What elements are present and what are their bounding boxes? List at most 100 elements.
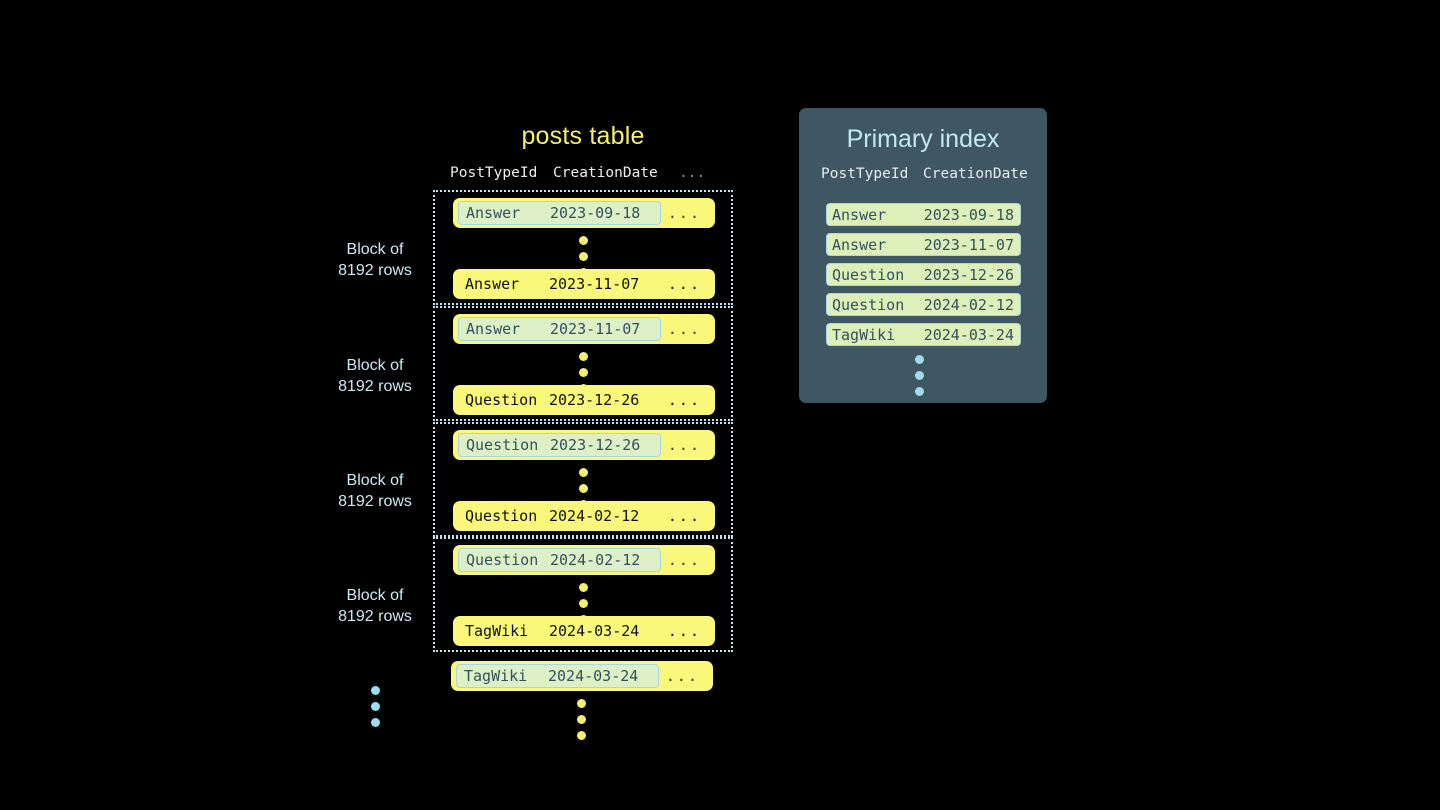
block-label-2: Block of 8192 rows xyxy=(305,355,445,397)
block-label-2-line2: 8192 rows xyxy=(338,378,412,395)
block-label-2-line1: Block of xyxy=(346,357,404,374)
ellipsis-dot xyxy=(915,387,924,396)
index-cell-creationdate: 2024-02-12 xyxy=(923,295,1014,314)
cell-overflow: ... xyxy=(667,507,701,525)
index-key-highlight-box xyxy=(458,548,661,572)
index-cell-posttypeid: Question xyxy=(832,265,905,284)
cell-creationdate: 2023-12-26 xyxy=(549,391,640,409)
index-column-header-creationdate: CreationDate xyxy=(923,166,1028,182)
index-cell-posttypeid: Answer xyxy=(832,235,887,254)
table-row[interactable]: Question 2023-12-26 ... xyxy=(453,430,715,460)
cell-overflow: ... xyxy=(667,551,701,569)
table-row[interactable]: Question 2024-02-12 ... xyxy=(453,501,715,531)
column-header-overflow: ... xyxy=(679,165,706,181)
block-label-3-line1: Block of xyxy=(346,472,404,489)
posts-table-column-headers: PostTypeId CreationDate ... xyxy=(433,165,733,185)
list-item[interactable]: TagWiki 2024-03-24 xyxy=(826,323,1021,346)
index-cell-creationdate: 2024-03-24 xyxy=(923,325,1014,344)
cell-overflow: ... xyxy=(667,204,701,222)
ellipsis-dot xyxy=(579,468,588,477)
blocks-more-ellipsis xyxy=(371,686,380,727)
cell-posttypeid: TagWiki xyxy=(465,622,529,640)
block-label-4-line2: 8192 rows xyxy=(338,608,412,625)
block-label-4-line1: Block of xyxy=(346,587,404,604)
cell-creationdate: 2023-09-18 xyxy=(550,204,641,222)
cell-creationdate: 2023-11-07 xyxy=(549,275,640,293)
cell-posttypeid: Answer xyxy=(466,204,521,222)
index-key-highlight-box xyxy=(458,201,661,225)
ellipsis-dot xyxy=(577,731,586,740)
index-cell-creationdate: 2023-09-18 xyxy=(923,205,1014,224)
index-cell-posttypeid: Question xyxy=(832,295,905,314)
table-row[interactable]: TagWiki 2024-03-24 ... xyxy=(451,661,713,691)
cell-creationdate: 2024-03-24 xyxy=(549,622,640,640)
table-row[interactable]: Question 2023-12-26 ... xyxy=(453,385,715,415)
block-label-4: Block of 8192 rows xyxy=(305,585,445,627)
cell-creationdate: 2024-02-12 xyxy=(549,507,640,525)
ellipsis-dot xyxy=(915,371,924,380)
index-cell-creationdate: 2023-11-07 xyxy=(923,235,1014,254)
primary-index-panel: Primary index PostTypeId CreationDate An… xyxy=(799,108,1047,403)
block-label-3: Block of 8192 rows xyxy=(305,470,445,512)
table-more-rows-ellipsis xyxy=(577,699,586,740)
table-row[interactable]: Answer 2023-11-07 ... xyxy=(453,269,715,299)
block-2: Answer 2023-11-07 ... Question 2023-12-2… xyxy=(433,306,733,421)
block-label-1-line1: Block of xyxy=(346,241,404,258)
cell-creationdate: 2024-02-12 xyxy=(550,551,641,569)
index-cell-posttypeid: TagWiki xyxy=(832,325,896,344)
primary-index-title: Primary index xyxy=(846,125,1000,153)
index-cell-posttypeid: Answer xyxy=(832,205,887,224)
list-item[interactable]: Answer 2023-11-07 xyxy=(826,233,1021,256)
block-label-1: Block of 8192 rows xyxy=(305,239,445,281)
cell-posttypeid: Answer xyxy=(466,320,521,338)
ellipsis-dot xyxy=(915,355,924,364)
cell-posttypeid: Question xyxy=(466,436,539,454)
block-4: Question 2024-02-12 ... TagWiki 2024-03-… xyxy=(433,537,733,652)
index-key-highlight-box xyxy=(458,317,661,341)
ellipsis-dot xyxy=(577,699,586,708)
ellipsis-dot xyxy=(579,236,588,245)
table-row[interactable]: Answer 2023-11-07 ... xyxy=(453,314,715,344)
ellipsis-dot xyxy=(579,368,588,377)
cell-posttypeid: Question xyxy=(465,391,538,409)
cell-overflow: ... xyxy=(667,391,701,409)
cell-creationdate: 2023-11-07 xyxy=(550,320,641,338)
ellipsis-dot xyxy=(579,583,588,592)
index-key-highlight-box xyxy=(458,433,661,457)
cell-posttypeid: Question xyxy=(465,507,538,525)
ellipsis-dot xyxy=(579,352,588,361)
column-header-posttypeid: PostTypeId xyxy=(450,165,538,181)
cell-posttypeid: Question xyxy=(466,551,539,569)
block-3: Question 2023-12-26 ... Question 2024-02… xyxy=(433,422,733,537)
ellipsis-dot xyxy=(577,715,586,724)
table-row[interactable]: TagWiki 2024-03-24 ... xyxy=(453,616,715,646)
cell-overflow: ... xyxy=(667,275,701,293)
cell-creationdate: 2023-12-26 xyxy=(550,436,641,454)
cell-posttypeid: Answer xyxy=(465,275,520,293)
index-column-header-posttypeid: PostTypeId xyxy=(821,166,909,182)
index-key-highlight-box xyxy=(456,664,659,688)
index-cell-creationdate: 2023-12-26 xyxy=(923,265,1014,284)
block-label-3-line2: 8192 rows xyxy=(338,493,412,510)
ellipsis-dot xyxy=(579,252,588,261)
ellipsis-dot xyxy=(371,718,380,727)
cell-overflow: ... xyxy=(665,667,699,685)
column-header-creationdate: CreationDate xyxy=(553,165,658,181)
cell-overflow: ... xyxy=(667,436,701,454)
primary-index-more-ellipsis xyxy=(915,355,924,396)
list-item[interactable]: Question 2023-12-26 xyxy=(826,263,1021,286)
list-item[interactable]: Answer 2023-09-18 xyxy=(826,203,1021,226)
ellipsis-dot xyxy=(579,484,588,493)
cell-posttypeid: TagWiki xyxy=(464,667,528,685)
cell-creationdate: 2024-03-24 xyxy=(548,667,639,685)
cell-overflow: ... xyxy=(667,622,701,640)
table-row[interactable]: Answer 2023-09-18 ... xyxy=(453,198,715,228)
list-item[interactable]: Question 2024-02-12 xyxy=(826,293,1021,316)
table-row[interactable]: Question 2024-02-12 ... xyxy=(453,545,715,575)
cell-overflow: ... xyxy=(667,320,701,338)
ellipsis-dot xyxy=(371,702,380,711)
ellipsis-dot xyxy=(371,686,380,695)
block-label-1-line2: 8192 rows xyxy=(338,262,412,279)
block-1: Answer 2023-09-18 ... Answer 2023-11-07 … xyxy=(433,190,733,305)
